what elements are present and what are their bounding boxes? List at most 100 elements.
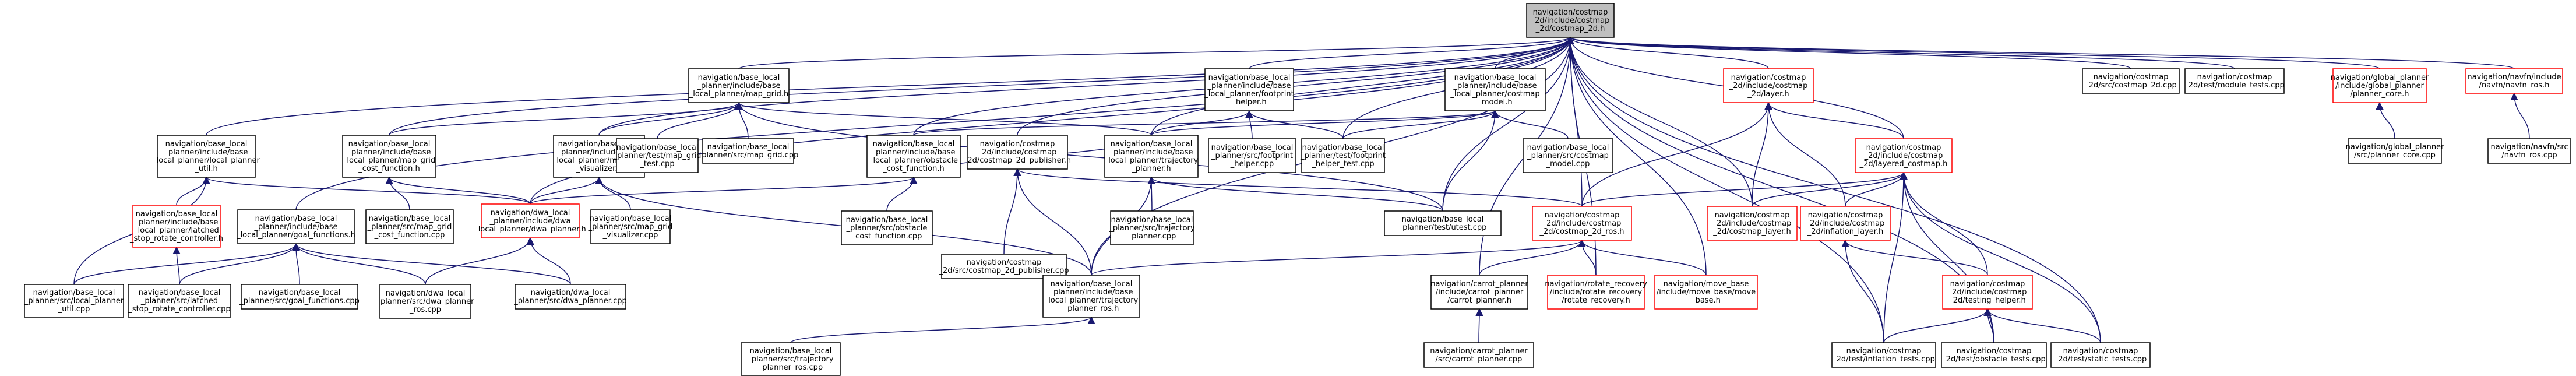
node-label-line: _2d/testing_helper.h xyxy=(1948,296,2026,305)
node-cmlayer_h[interactable]: navigation/costmap_2d/include/costmap_2d… xyxy=(1707,206,1798,241)
node-tpros_h[interactable]: navigation/base_local_planner/include/ba… xyxy=(1042,275,1140,318)
node-mapgridcost_cpp[interactable]: navigation/base_local_planner/src/map_gr… xyxy=(365,209,454,244)
edge-lcm_h-to-layer_h xyxy=(1764,101,1904,139)
node-mb_h[interactable]: navigation/move_base/include/move_base/m… xyxy=(1654,275,1758,310)
node-latched_cpp[interactable]: navigation/base_local_planner/src/latche… xyxy=(128,284,231,318)
edge-tp_h-to-root xyxy=(1151,36,1574,136)
node-goal_h[interactable]: navigation/base_local_planner/include/ba… xyxy=(236,209,355,244)
edge-tpros_cpp-to-tpros_h xyxy=(790,316,1095,343)
node-label-line: _2d/include/costmap xyxy=(1806,219,1885,228)
node-navfn_h[interactable]: navigation/navfn/include/navfn/navfn_ros… xyxy=(2465,68,2563,94)
node-label-line: _planner/include/base xyxy=(347,148,431,157)
node-box xyxy=(590,209,671,244)
node-pub_cpp[interactable]: navigation/costmap_2d/src/costmap_2d_pub… xyxy=(938,254,1069,279)
node-box xyxy=(1042,275,1140,318)
node-pub_h[interactable]: navigation/costmap_2d/include/costmap_2d… xyxy=(963,135,1071,170)
node-latched[interactable]: navigation/base_local_planner/include/ba… xyxy=(129,205,223,248)
node-gp_core_h[interactable]: navigation/global_planner/include/global… xyxy=(2331,68,2429,103)
node-label-line: /navfn_ros.cpp xyxy=(2501,151,2557,160)
node-fp_cpp[interactable]: navigation/base_local_planner/src/footpr… xyxy=(1208,138,1296,173)
node-tpros_cpp[interactable]: navigation/base_local_planner/src/trajec… xyxy=(741,342,841,376)
node-tp_cpp[interactable]: navigation/base_local_planner/src/trajec… xyxy=(1108,210,1195,245)
node-label-line: navigation/base_local xyxy=(873,140,955,149)
node-box xyxy=(1110,210,1194,245)
edge-gp_core_cpp-to-gp_core_h xyxy=(2376,101,2395,139)
node-label-line: _local_planner/costmap xyxy=(1450,90,1539,99)
node-box xyxy=(1532,206,1632,241)
node-label-line: _planner/include/base xyxy=(164,148,248,157)
node-box xyxy=(1723,68,1814,103)
node-tp_h[interactable]: navigation/base_local_planner/include/ba… xyxy=(1104,135,1199,178)
node-dwa_cpp[interactable]: navigation/dwa_local_planner/src/dwa_pla… xyxy=(513,284,627,310)
node-label-line: navigation/costmap xyxy=(1715,211,1790,220)
node-obst_h[interactable]: navigation/base_local_planner/include/ba… xyxy=(866,135,961,178)
node-box xyxy=(1942,275,2033,310)
node-label-line: navigation/rotate_recovery xyxy=(1545,280,1647,289)
node-mgv_cpp[interactable]: navigation/base_local_planner/src/map_gr… xyxy=(588,209,673,244)
edge-module_tests-to-root xyxy=(1566,36,2235,69)
node-infl_h[interactable]: navigation/costmap_2d/include/costmap_2d… xyxy=(1800,206,1891,241)
node-obst_tests[interactable]: navigation/costmap_2d/test/obstacle_test… xyxy=(1941,342,2047,368)
edge-carrot_h-to-cmros_h xyxy=(1479,239,1586,276)
node-mg_cpp[interactable]: navigation/base_local_planner/src/map_gr… xyxy=(697,138,799,164)
node-label-line: _2d/include/costmap xyxy=(1531,16,1610,25)
node-infl_tests[interactable]: navigation/costmap_2d/test/inflation_tes… xyxy=(1831,342,1936,368)
node-label-line: navigation/base_local xyxy=(590,215,672,223)
node-label-line: _local_planner/dwa_planner.h xyxy=(474,225,586,234)
node-mg_test[interactable]: navigation/base_local_planner/test/map_g… xyxy=(613,138,702,173)
edge-fp_cpp-to-fp_h xyxy=(1245,110,1253,139)
node-cmros_h[interactable]: navigation/costmap_2d/include/costmap_2d… xyxy=(1532,206,1632,241)
node-carrot_cpp[interactable]: navigation/carrot_planner/src/carrot_pla… xyxy=(1423,342,1534,368)
node-label-line: _planner/src/trajectory xyxy=(1108,224,1194,233)
node-label-line: navigation/dwa_local xyxy=(491,209,570,217)
node-module_tests[interactable]: navigation/costmap_2d/test/module_tests.… xyxy=(2184,68,2285,94)
node-gp_core_cpp[interactable]: navigation/global_planner/src/planner_co… xyxy=(2346,138,2444,164)
node-fp_test[interactable]: navigation/base_local_planner/test/footp… xyxy=(1300,138,1386,173)
edge-lp_util_cpp-to-goal_h xyxy=(73,243,300,285)
node-mapgrid_h[interactable]: navigation/base_local_planner/include/ba… xyxy=(688,68,790,103)
node-goal_cpp[interactable]: navigation/base_local_planner/src/goal_f… xyxy=(239,284,360,310)
node-mapgridcost_h[interactable]: navigation/base_local_planner/include/ba… xyxy=(342,135,436,178)
node-label-line: _stop_rotate_controller.h xyxy=(129,234,223,243)
node-label-line: /navfn/navfn_ros.h xyxy=(2479,81,2550,90)
node-cm_model_h[interactable]: navigation/base_local_planner/include/ba… xyxy=(1444,68,1546,111)
node-label-line: _planner/include/dwa xyxy=(489,217,571,226)
edge-fp_h-to-root xyxy=(1249,36,1574,69)
node-layer_h[interactable]: navigation/costmap_2d/include/costmap_2d… xyxy=(1723,68,1814,103)
node-box xyxy=(1523,138,1613,173)
node-cm2d_cpp[interactable]: navigation/costmap_2d/src/costmap_2d.cpp xyxy=(2082,68,2180,94)
node-dwa_ros_cpp[interactable]: navigation/dwa_local_planner/src/dwa_pla… xyxy=(376,284,475,319)
node-label-line: _planner/src/goal_functions.cpp xyxy=(239,297,360,305)
node-label-line: _local_planner/map_grid xyxy=(343,156,435,165)
node-static_tests[interactable]: navigation/costmap_2d/test/static_tests.… xyxy=(2050,342,2151,368)
node-box xyxy=(157,135,256,178)
node-box xyxy=(2465,68,2563,94)
node-label-line: navigation/base_local xyxy=(707,143,790,152)
node-navfn_cpp[interactable]: navigation/navfn/src/navfn_ros.cpp xyxy=(2487,138,2571,164)
node-carrot_h[interactable]: navigation/carrot_planner/include/carrot… xyxy=(1430,275,1528,310)
node-label-line: _planner/include/base xyxy=(1453,82,1537,90)
edge-tp_h-to-cm_model_h xyxy=(1151,110,1499,136)
node-label-line: _planner/src/latched xyxy=(140,297,218,305)
node-lp_util_cpp[interactable]: navigation/base_local_planner/src/local_… xyxy=(24,284,124,318)
node-fp_h[interactable]: navigation/base_local_planner/include/ba… xyxy=(1204,68,1294,111)
node-testhelp_h[interactable]: navigation/costmap_2d/include/costmap_2d… xyxy=(1942,275,2033,310)
node-label-line: _2d/layered_costmap.h xyxy=(1859,160,1948,168)
node-box xyxy=(2184,68,2285,94)
node-blp_util[interactable]: navigation/base_local_planner/include/ba… xyxy=(152,135,260,178)
node-box xyxy=(1301,138,1385,173)
node-box xyxy=(1526,3,1615,38)
node-box xyxy=(128,284,231,318)
node-label-line: /include/global_planner xyxy=(2335,82,2424,90)
node-lcm_h[interactable]: navigation/costmap_2d/include/costmap_2d… xyxy=(1855,138,1953,173)
node-utest[interactable]: navigation/base_local_planner/test/utest… xyxy=(1384,210,1502,236)
node-cm_model_cpp[interactable]: navigation/base_local_planner/src/costma… xyxy=(1523,138,1613,173)
edge-cmlayer_h-to-lcm_h xyxy=(1752,171,1908,207)
node-obst_cpp[interactable]: navigation/base_local_planner/src/obstac… xyxy=(841,210,933,245)
node-rr_h[interactable]: navigation/rotate_recovery/include/rotat… xyxy=(1545,275,1647,310)
node-box xyxy=(1104,135,1199,178)
node-label-line: _cost_function.cpp xyxy=(374,231,445,240)
node-label-line: navigation/base_local xyxy=(750,347,832,356)
node-label-line: _2d/src/costmap_2d_publisher.cpp xyxy=(938,266,1069,275)
node-dwa_h[interactable]: navigation/dwa_local_planner/include/dwa… xyxy=(474,203,586,238)
